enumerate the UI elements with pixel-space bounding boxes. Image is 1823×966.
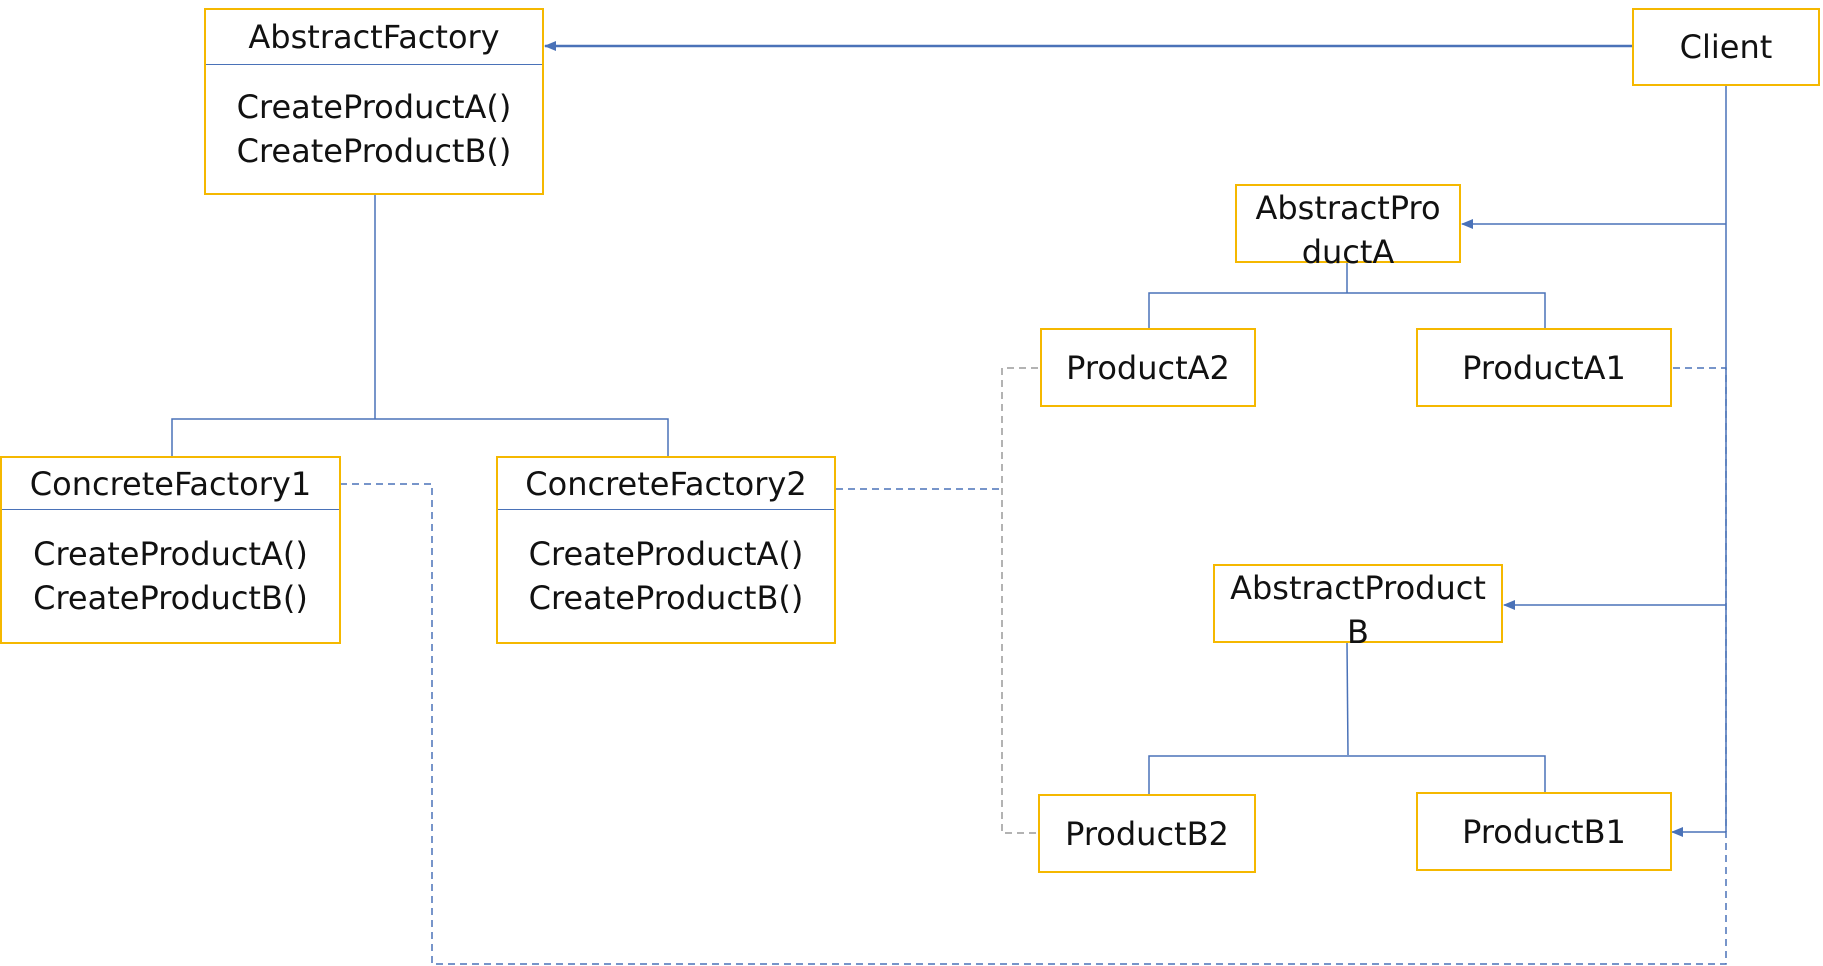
abstract-factory-title: AbstractFactory [206, 10, 542, 65]
product-a2-title: ProductA2 [1066, 348, 1230, 387]
concrete-factory-1-methods: CreateProductA() CreateProductB() [2, 510, 339, 642]
product-b-inheritance-branch [1148, 755, 1546, 795]
product-a1-title: ProductA1 [1462, 348, 1626, 387]
concrete-factory-1-dependency-line [340, 367, 1727, 965]
concrete-factory-2-gray-dependency-line [1001, 367, 1038, 834]
product-b2-title: ProductB2 [1065, 814, 1229, 853]
client-title: Client [1679, 28, 1773, 66]
abstract-product-b-title-line2: B [1347, 613, 1369, 651]
abstract-product-a-title-line1: AbstractPro [1255, 189, 1441, 227]
concrete-factory-2-methods: CreateProductA() CreateProductB() [498, 510, 834, 642]
concrete-factory-1-class[interactable]: ConcreteFactory1 CreateProductA() Create… [0, 456, 341, 644]
abstract-product-a-class[interactable]: AbstractPro ductA [1235, 184, 1461, 271]
abstract-factory-method-a: CreateProductA() [236, 88, 512, 126]
abstract-factory-methods: CreateProductA() CreateProductB() [206, 65, 542, 193]
product-b1-class[interactable]: ProductB1 [1416, 792, 1672, 871]
product-a2-class[interactable]: ProductA2 [1040, 328, 1256, 407]
product-a1-class[interactable]: ProductA1 [1416, 328, 1672, 407]
concrete-factory-2-title: ConcreteFactory2 [498, 458, 834, 510]
abstract-product-a-title-line2: ductA [1301, 233, 1395, 271]
product-b-inheritance-stem [1346, 642, 1349, 756]
concrete-factory-2-class[interactable]: ConcreteFactory2 CreateProductA() Create… [496, 456, 836, 644]
product-a-inheritance-branch [1148, 292, 1546, 328]
concrete-factory-1-method-b: CreateProductB() [33, 579, 308, 617]
concrete-factory-1-method-a: CreateProductA() [33, 535, 308, 573]
product-b1-title: ProductB1 [1462, 812, 1626, 851]
factory-inheritance-branch [171, 418, 669, 457]
abstract-factory-method-b: CreateProductB() [236, 132, 512, 170]
abstract-product-b-title-line1: AbstractProduct [1230, 569, 1486, 607]
concrete-factory-2-method-a: CreateProductA() [528, 535, 804, 573]
abstract-product-b-class[interactable]: AbstractProduct B [1213, 564, 1503, 651]
product-b2-class[interactable]: ProductB2 [1038, 794, 1256, 873]
concrete-factory-1-title: ConcreteFactory1 [2, 458, 339, 510]
client-class[interactable]: Client [1632, 8, 1820, 86]
abstract-factory-class[interactable]: AbstractFactory CreateProductA() CreateP… [204, 8, 544, 195]
concrete-factory-2-method-b: CreateProductB() [528, 579, 804, 617]
